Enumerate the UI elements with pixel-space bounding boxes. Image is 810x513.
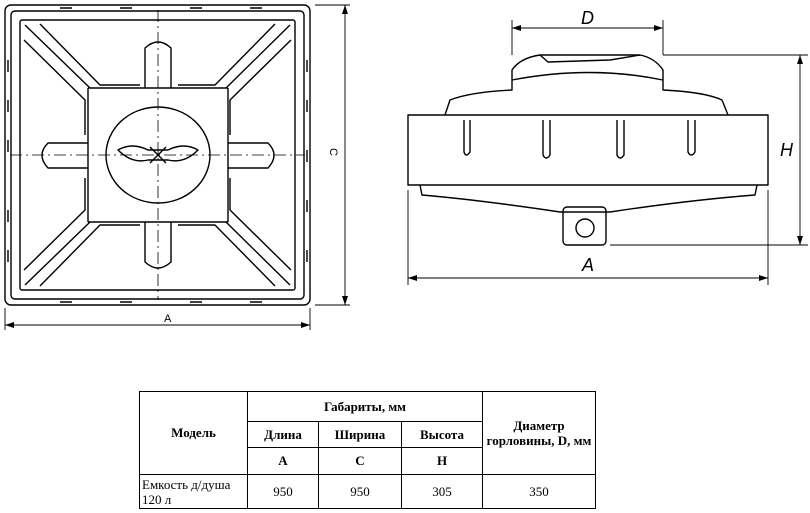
side-view-length-label: A — [581, 255, 594, 275]
row-diameter: 350 — [482, 474, 596, 509]
top-view-side-label: C — [327, 148, 339, 156]
row-length: 950 — [247, 474, 319, 509]
tank-top-view — [4, 4, 311, 306]
row-model: Емкость д/душа 120 л — [139, 474, 248, 509]
specifications-table: Модель Габариты, мм Диаметр горловины, D… — [139, 391, 596, 509]
subheader-length: A — [247, 447, 319, 475]
side-view-diameter-label: D — [581, 8, 594, 28]
top-view-width-label: A — [164, 313, 172, 325]
subheader-height: H — [401, 447, 483, 475]
tank-side-view — [407, 54, 769, 246]
header-diameter: Диаметр горловины, D, мм — [482, 391, 596, 475]
side-view-height-label: H — [780, 140, 794, 160]
subheader-width: C — [318, 447, 402, 475]
header-height: Высота — [401, 421, 483, 448]
row-height: 305 — [401, 474, 483, 509]
header-length: Длина — [247, 421, 319, 448]
header-dimensions: Габариты, мм — [247, 391, 483, 422]
header-model: Модель — [139, 391, 248, 475]
header-width: Ширина — [318, 421, 402, 448]
row-width: 950 — [318, 474, 402, 509]
technical-drawing: A C D H A — [4, 4, 808, 330]
